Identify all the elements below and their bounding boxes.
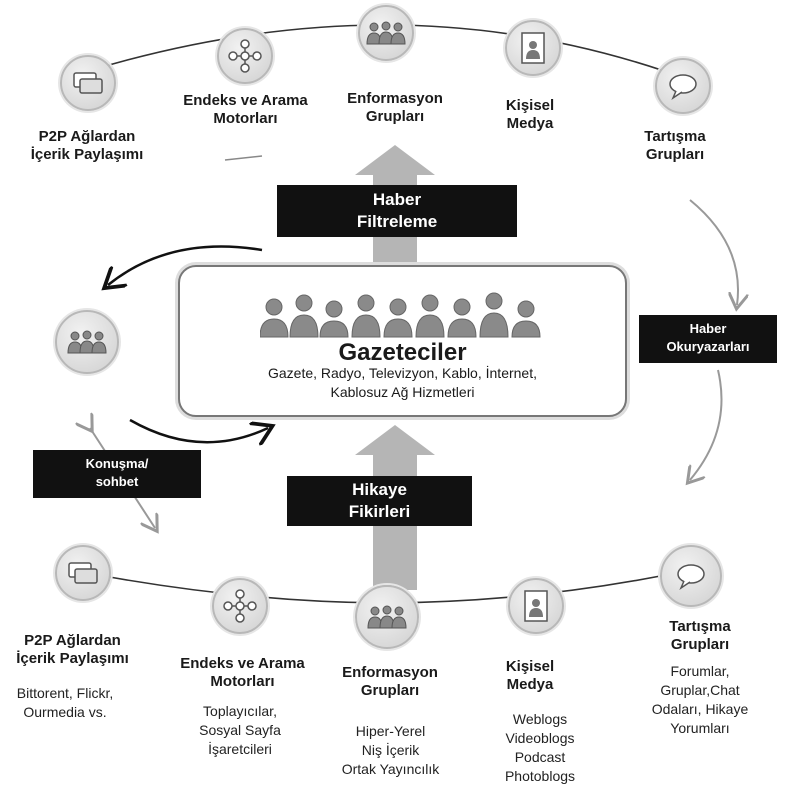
top-node-info-groups (358, 5, 414, 61)
chat-icon (677, 564, 705, 590)
network-icon (228, 39, 262, 73)
bottom-node-personal-media (508, 578, 564, 634)
people-icon (67, 330, 107, 354)
people-icon (367, 605, 407, 629)
center-subtitle: Gazete, Radyo, Televizyon, Kablo, İntern… (267, 365, 537, 400)
p2p-icon (68, 562, 98, 584)
journalists-box: Gazeteciler Gazete, Radyo, Televizyon, K… (178, 265, 627, 417)
p2p-icon (73, 72, 103, 94)
people-icon (366, 21, 406, 45)
right-arrow-upper (689, 199, 738, 305)
chat-icon (669, 74, 697, 100)
top-node-discussion (655, 58, 711, 114)
black-arrow-bottom (129, 418, 268, 442)
top-node-personal-media (505, 20, 561, 76)
bottom-details-p2p: Bittorent, Flickr,Ourmedia vs. (16, 685, 114, 720)
person-doc-icon (521, 32, 545, 64)
top-node-p2p (60, 55, 116, 111)
network-icon (223, 589, 257, 623)
bottom-node-index (212, 578, 268, 634)
bottom-node-discussion (660, 545, 722, 607)
right-arrow-lower (690, 369, 723, 480)
bottom-node-info-groups (355, 585, 419, 649)
journalists-icon (260, 292, 541, 338)
left-node-people (55, 310, 119, 374)
black-arrow-top (108, 245, 263, 285)
top-node-index (217, 28, 273, 84)
bottom-node-p2p (55, 545, 111, 601)
person-doc-icon (524, 590, 548, 622)
banner-conversation: Konuşma/sohbet (33, 450, 201, 498)
center-title: Gazeteciler (338, 339, 467, 366)
